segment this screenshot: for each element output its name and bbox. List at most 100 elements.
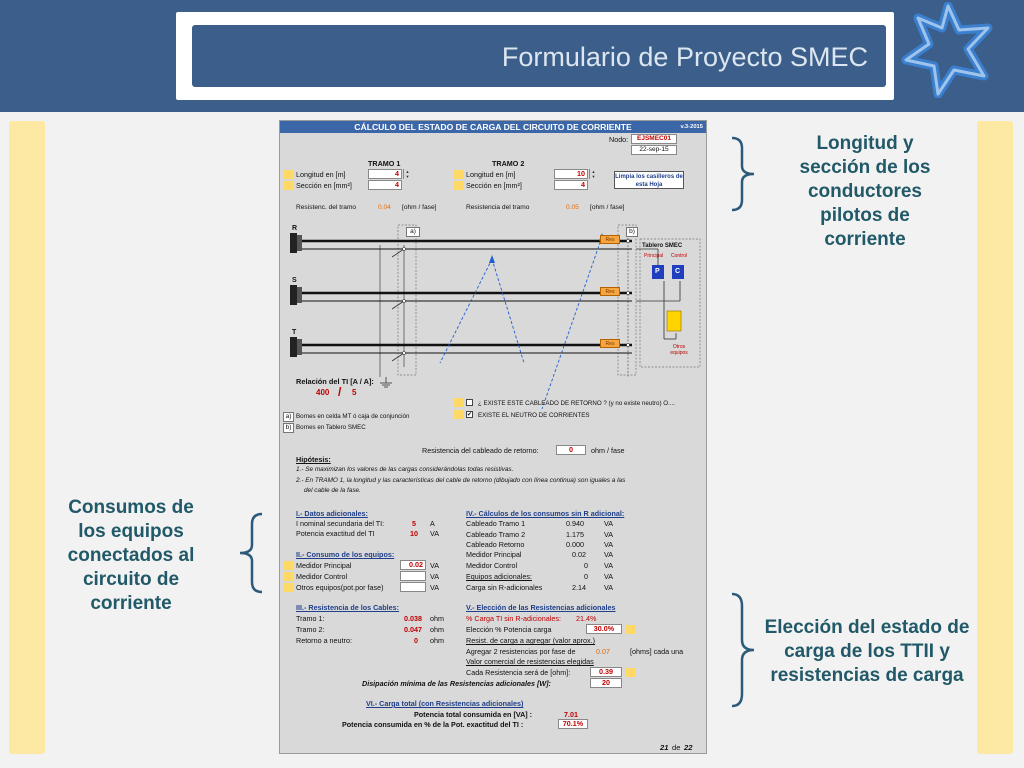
- smec-logo-icon: [901, 2, 993, 98]
- hypothesis-2b: del cable de la fase.: [304, 487, 361, 494]
- section4-row-unit: VA: [604, 540, 614, 549]
- page-of: de: [672, 743, 681, 752]
- load-percentage-select[interactable]: 30.0%: [586, 624, 622, 634]
- hypothesis-2a: 2.- En TRAMO 1, la longitud y las caract…: [296, 477, 626, 484]
- section4-row-value: 0: [584, 572, 588, 581]
- section5-row2-label: Elección % Potencia carga: [466, 625, 552, 634]
- panel-control-label: Control: [671, 253, 688, 259]
- resistor-r-box: Res: [600, 235, 620, 244]
- section2-row2-label: Medidor Control: [296, 572, 348, 581]
- ti-primary-value[interactable]: 400: [316, 388, 330, 397]
- legend-b-tag: b): [283, 423, 294, 433]
- return-cable-checkbox[interactable]: [466, 399, 473, 406]
- section2-row2-unit: VA: [430, 572, 440, 581]
- section4-row-label: Cableado Tramo 2: [466, 530, 526, 539]
- section5-row4-value: 0.07: [596, 647, 610, 656]
- section6-title: VI.- Carga total (con Resistencias adici…: [366, 699, 524, 708]
- resistance-value-select[interactable]: 0.39: [590, 667, 622, 677]
- tramo2-resistance-unit: [ohm / fase]: [590, 204, 625, 211]
- section3-row1-label: Tramo 1:: [296, 614, 325, 623]
- tramo1-section-marker: [284, 181, 293, 190]
- tramo2-section-marker: [454, 181, 463, 190]
- hypotheses-title: Hipótesis:: [296, 455, 331, 464]
- section5-row6-marker: [626, 668, 635, 677]
- neutral-marker: [454, 410, 463, 419]
- legend-a-text: Bornes en celda MT ó caja de conjunción: [296, 413, 410, 420]
- tramo1-section-input[interactable]: 4: [368, 180, 402, 190]
- tramo2-resistance-label: Resistencia del tramo: [466, 204, 530, 211]
- tramo2-length-label: Longitud en [m]: [466, 170, 516, 179]
- section5-row1-label: % Carga TI sin R-adicionales:: [466, 614, 561, 623]
- hypothesis-1: 1.- Se maximizan los valores de las carg…: [296, 466, 514, 473]
- tramo2-section-input[interactable]: 4: [554, 180, 588, 190]
- title-bar: Formulario de Proyecto SMEC: [192, 25, 886, 87]
- section3-row3-label: Retorno a neutro:: [296, 636, 352, 645]
- section4-row-label: Medidor Control: [466, 561, 518, 570]
- section6-row1-label: Potencia total consumida en [VA] :: [414, 710, 533, 719]
- section4-row-value: 0.000: [566, 540, 584, 549]
- main-meter-consumption-input[interactable]: 0.02: [400, 560, 426, 570]
- section4-row-value: 0: [584, 561, 588, 570]
- tramo1-length-stepper[interactable]: ▲▼: [403, 169, 411, 179]
- section5-row1-value: 21.4%: [576, 614, 597, 623]
- section3-row2-unit: ohm: [430, 625, 444, 634]
- circuit-diagram: [290, 224, 701, 410]
- tramo1-section-label: Sección en [mm²]: [296, 181, 352, 190]
- tramo2-length-input[interactable]: 10: [554, 169, 588, 179]
- ti-ratio-label: Relación del TI [A / A]:: [296, 377, 374, 386]
- section4-row-value: 0.02: [572, 550, 586, 559]
- section1-row1-unit: A: [430, 519, 435, 528]
- neutral-label: EXISTE EL NEUTRO DE CORRIENTES: [478, 412, 590, 419]
- form-title: CÁLCULO DEL ESTADO DE CARGA DEL CIRCUITO…: [354, 122, 632, 132]
- section4-row-value: 2.14: [572, 583, 586, 592]
- section4-row-unit: VA: [604, 561, 614, 570]
- section5-row6-label: Cada Resistencia será de [ohm]:: [466, 668, 571, 677]
- section4-row-unit: VA: [604, 572, 614, 581]
- return-resistance-unit: ohm / fase: [591, 446, 625, 455]
- section4-title: IV.- Cálculos de los consumos sin R adic…: [466, 509, 625, 518]
- section3-row1-value: 0.038: [404, 614, 422, 623]
- ti-secondary-value[interactable]: 5: [352, 388, 357, 397]
- neutral-checkbox[interactable]: ✔: [466, 411, 473, 418]
- node-value[interactable]: EJSMEC01: [631, 134, 677, 144]
- phase-s-label: S: [292, 277, 297, 284]
- form-sheet: CÁLCULO DEL ESTADO DE CARGA DEL CIRCUITO…: [279, 120, 707, 754]
- right-side-strip: [977, 121, 1013, 754]
- section3-row2-label: Tramo 2:: [296, 625, 325, 634]
- dissipation-value: 20: [590, 678, 622, 688]
- tramo1-resistance-value: 0.04: [378, 204, 391, 211]
- clear-sheet-button[interactable]: Limpia los casilleros de esta Hoja: [614, 171, 684, 189]
- page-total: 22: [684, 743, 693, 752]
- section1-row2-label: Potencia exactitud del TI: [296, 529, 375, 538]
- point-b-label: b): [626, 227, 638, 237]
- brace-top-right-icon: [731, 136, 755, 212]
- tramo2-resistance-value: 0.05: [566, 204, 579, 211]
- panel-principal-label: Principal: [644, 253, 664, 259]
- section5-title: V.- Elección de las Resistencias adicion…: [466, 603, 616, 612]
- tramo1-length-input[interactable]: 4: [368, 169, 402, 179]
- section4-row-label: Medidor Principal: [466, 550, 522, 559]
- section4-row-label: Equipos adicionales:: [466, 572, 532, 581]
- other-equipment-consumption-input[interactable]: [400, 582, 426, 592]
- annotation-load-state: Elección del estado de carga de los TTII…: [764, 617, 970, 686]
- section2-row2-marker: [284, 572, 293, 581]
- section1-row2-unit: VA: [430, 529, 440, 538]
- date-value: 22-sep-15: [631, 145, 677, 155]
- form-version: v.3-2015: [680, 124, 703, 130]
- section4-row-value: 0.940: [566, 519, 584, 528]
- left-side-strip: [9, 121, 45, 754]
- control-meter-consumption-input[interactable]: [400, 571, 426, 581]
- section5-row3-label: Resist. de carga a agregar (valor aprox.…: [466, 636, 596, 645]
- section4-row-unit: VA: [604, 519, 614, 528]
- section1-row2-value: 10: [410, 529, 418, 538]
- return-resistance-value: 0: [556, 445, 586, 455]
- tramo2-length-stepper[interactable]: ▲▼: [589, 169, 597, 179]
- panel-title: Tablero SMEC: [642, 243, 683, 249]
- section4-row-unit: VA: [604, 583, 614, 592]
- section4-row-label: Carga sin R-adicionales: [466, 583, 543, 592]
- control-meter-label: C: [675, 268, 681, 275]
- tramo1-resistance-label: Resistenc. del tramo: [296, 204, 357, 211]
- section1-title: I.- Datos adicionales:: [296, 509, 368, 518]
- tramo2-section-label: Sección en [mm²]: [466, 181, 522, 190]
- legend-a-tag: a): [283, 412, 294, 422]
